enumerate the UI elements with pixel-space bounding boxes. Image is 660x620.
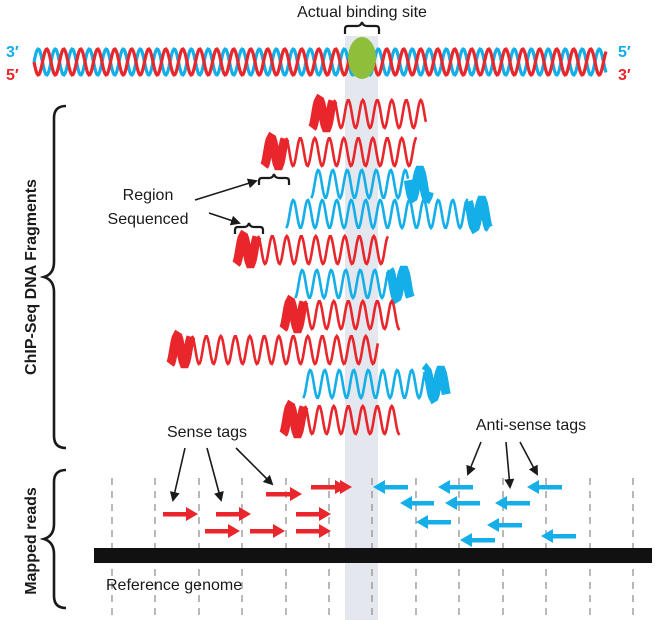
fragments-group-brace xyxy=(39,104,67,450)
pointer-arrow xyxy=(208,212,241,226)
mapped-reads-group-label: Mapped reads xyxy=(23,487,40,595)
sense-tag-read xyxy=(163,507,198,521)
pointer-arrow xyxy=(466,441,482,476)
sense-tag-read xyxy=(205,524,240,538)
fragment-strand xyxy=(293,268,391,301)
pointer-arrow xyxy=(206,447,224,502)
antisense-tag-read xyxy=(373,480,408,494)
antisense-tag-read xyxy=(495,496,530,510)
fragment-strand xyxy=(190,333,380,366)
sequenced-region xyxy=(463,195,493,235)
pointer-arrow xyxy=(235,447,274,486)
antisense-tag-read xyxy=(487,518,522,532)
sequenced-region xyxy=(279,294,309,334)
genome-position-gridlines xyxy=(111,478,634,615)
pointer-arrow xyxy=(169,447,186,502)
antisense-tag-read xyxy=(527,480,562,494)
antisense-tag-read xyxy=(541,529,576,543)
reference-genome-bar xyxy=(94,548,652,563)
antisense-tag-read xyxy=(438,480,473,494)
dna-fragment-sense xyxy=(166,329,380,369)
dna-fragment-antisense xyxy=(301,362,451,405)
strand-end-bottom-right: 3′ xyxy=(618,67,631,84)
sequenced-region xyxy=(308,93,338,133)
binding-protein xyxy=(348,37,376,79)
dna-fragment-sense xyxy=(260,131,418,171)
dna-fragments xyxy=(166,93,493,439)
sequenced-region xyxy=(421,362,451,405)
strand-end-top-left: 3′ xyxy=(6,44,19,61)
pointer-arrow xyxy=(504,441,515,489)
dna-fragment-antisense xyxy=(293,265,415,305)
sense-tag-read xyxy=(296,507,331,521)
antisense-tag-read xyxy=(400,496,434,510)
pointer-arrow xyxy=(519,441,538,476)
antisense-tag-read xyxy=(445,496,480,510)
fragment-strand xyxy=(256,233,390,266)
sense-tag-read xyxy=(266,487,302,501)
sense-tag-read xyxy=(216,507,251,521)
dna-fragment-sense xyxy=(279,399,401,439)
sense-tag-read xyxy=(250,524,285,538)
pointer-arrows xyxy=(169,178,538,502)
sequenced-region xyxy=(260,131,290,171)
sequenced-region xyxy=(403,165,434,205)
sequenced-region xyxy=(232,229,262,269)
dna-fragment-sense xyxy=(232,229,390,269)
fragment-strand xyxy=(303,403,401,436)
fragment-strand xyxy=(301,368,427,401)
dna-fragment-sense xyxy=(308,93,428,133)
pointer-arrow xyxy=(194,178,258,201)
antisense-tags-label: Anti-sense tags xyxy=(476,417,586,434)
region-sequenced-label-line1: Region xyxy=(123,187,174,204)
fragments-group-label: ChIP-Seq DNA Fragments xyxy=(23,179,40,375)
binding-site-label: Actual binding site xyxy=(297,4,427,21)
antisense-tag-read xyxy=(416,515,451,529)
fragment-strand xyxy=(303,298,401,331)
sequenced-region xyxy=(385,265,415,305)
region-sequenced-label-line2: Sequenced xyxy=(108,211,189,228)
dna-fragment-antisense xyxy=(309,165,434,205)
sense-tags-label: Sense tags xyxy=(167,424,247,441)
fragment-strand xyxy=(284,198,469,231)
sense-strand xyxy=(32,47,608,77)
dna-fragment-antisense xyxy=(284,195,493,235)
sense-tag-read xyxy=(318,480,352,494)
mapped-reads-group-brace xyxy=(39,468,67,610)
region-sequenced-brace-2 xyxy=(233,222,265,234)
strand-end-bottom-left: 5′ xyxy=(6,67,19,84)
genomic-dna-helix xyxy=(32,47,608,77)
dna-fragment-sense xyxy=(279,294,401,334)
sequenced-region xyxy=(166,329,196,369)
strand-end-top-right: 5′ xyxy=(618,44,631,61)
fragment-strand xyxy=(284,135,418,168)
sense-tag-read xyxy=(296,524,331,538)
reference-genome-label: Reference genome xyxy=(106,577,242,594)
binding-site-brace xyxy=(343,21,381,34)
region-sequenced-brace-1 xyxy=(257,173,291,185)
sequenced-region xyxy=(279,399,309,439)
fragment-strand xyxy=(309,168,410,201)
antisense-tag-read xyxy=(460,533,495,547)
fragment-strand xyxy=(332,97,428,130)
mapped-reads xyxy=(163,480,576,547)
